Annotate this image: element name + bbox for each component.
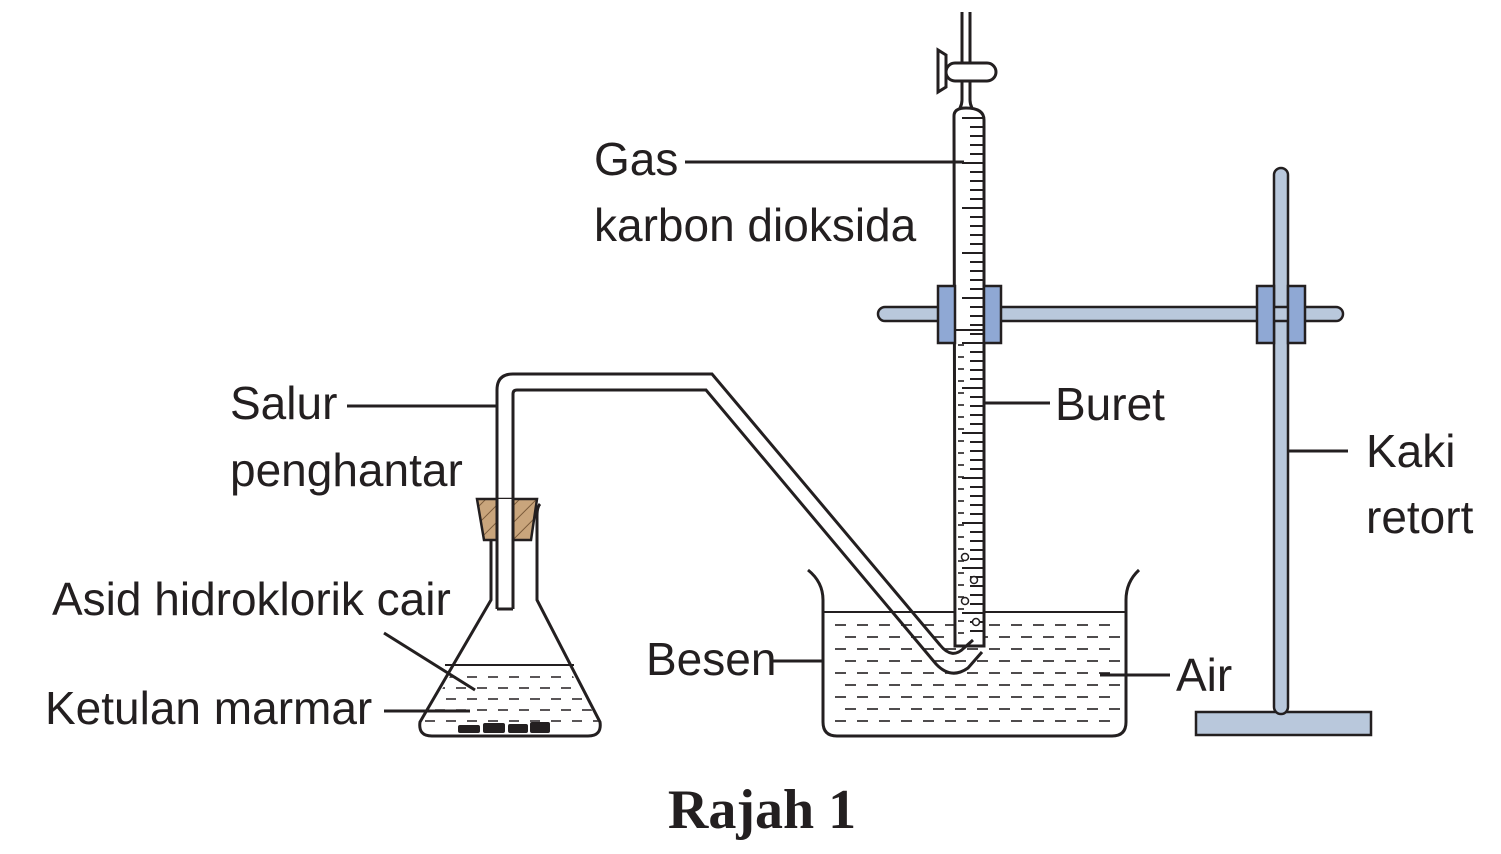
stopcock-icon: [944, 61, 998, 83]
gas-bubble: [960, 552, 970, 562]
basin-water: [823, 612, 1126, 736]
burette-clamp-right: [982, 284, 1003, 345]
figure-caption: Rajah 1: [668, 779, 856, 841]
basin-outline: [807, 568, 1141, 738]
retort-stand: [876, 166, 1373, 737]
label-kaki-line2: retort: [1366, 491, 1474, 543]
marble-chips-icon: [458, 722, 550, 733]
gas-bubble: [971, 617, 981, 627]
label-gas-line2: karbon dioksida: [594, 199, 917, 251]
burette-clamp-left: [936, 284, 957, 345]
burette: [936, 12, 1003, 648]
delivery-tube: [495, 372, 984, 675]
retort-stand-rod: [1272, 166, 1290, 716]
burette-body: [952, 106, 986, 648]
label-asid: Asid hidroklorik cair: [52, 573, 451, 625]
label-kaki-line1: Kaki: [1366, 425, 1455, 477]
label-ketulan: Ketulan marmar: [45, 682, 372, 734]
label-salur-line2: penghantar: [230, 444, 463, 496]
gas-bubble: [969, 575, 979, 585]
burette-water-dashes: [958, 344, 964, 634]
label-buret: Buret: [1055, 378, 1165, 430]
label-salur-line1: Salur: [230, 377, 337, 429]
retort-stand-base: [1194, 710, 1373, 737]
label-besen: Besen: [646, 633, 776, 685]
stopcock-handle-icon: [936, 47, 948, 95]
boss-clamp-left: [1255, 284, 1276, 345]
leader-lines: [347, 160, 1348, 713]
gas-bubble: [960, 596, 970, 606]
boss-clamp-right: [1286, 284, 1307, 345]
label-air: Air: [1176, 649, 1232, 701]
leader-asid: [383, 631, 476, 692]
label-gas-line1: Gas: [594, 133, 678, 185]
